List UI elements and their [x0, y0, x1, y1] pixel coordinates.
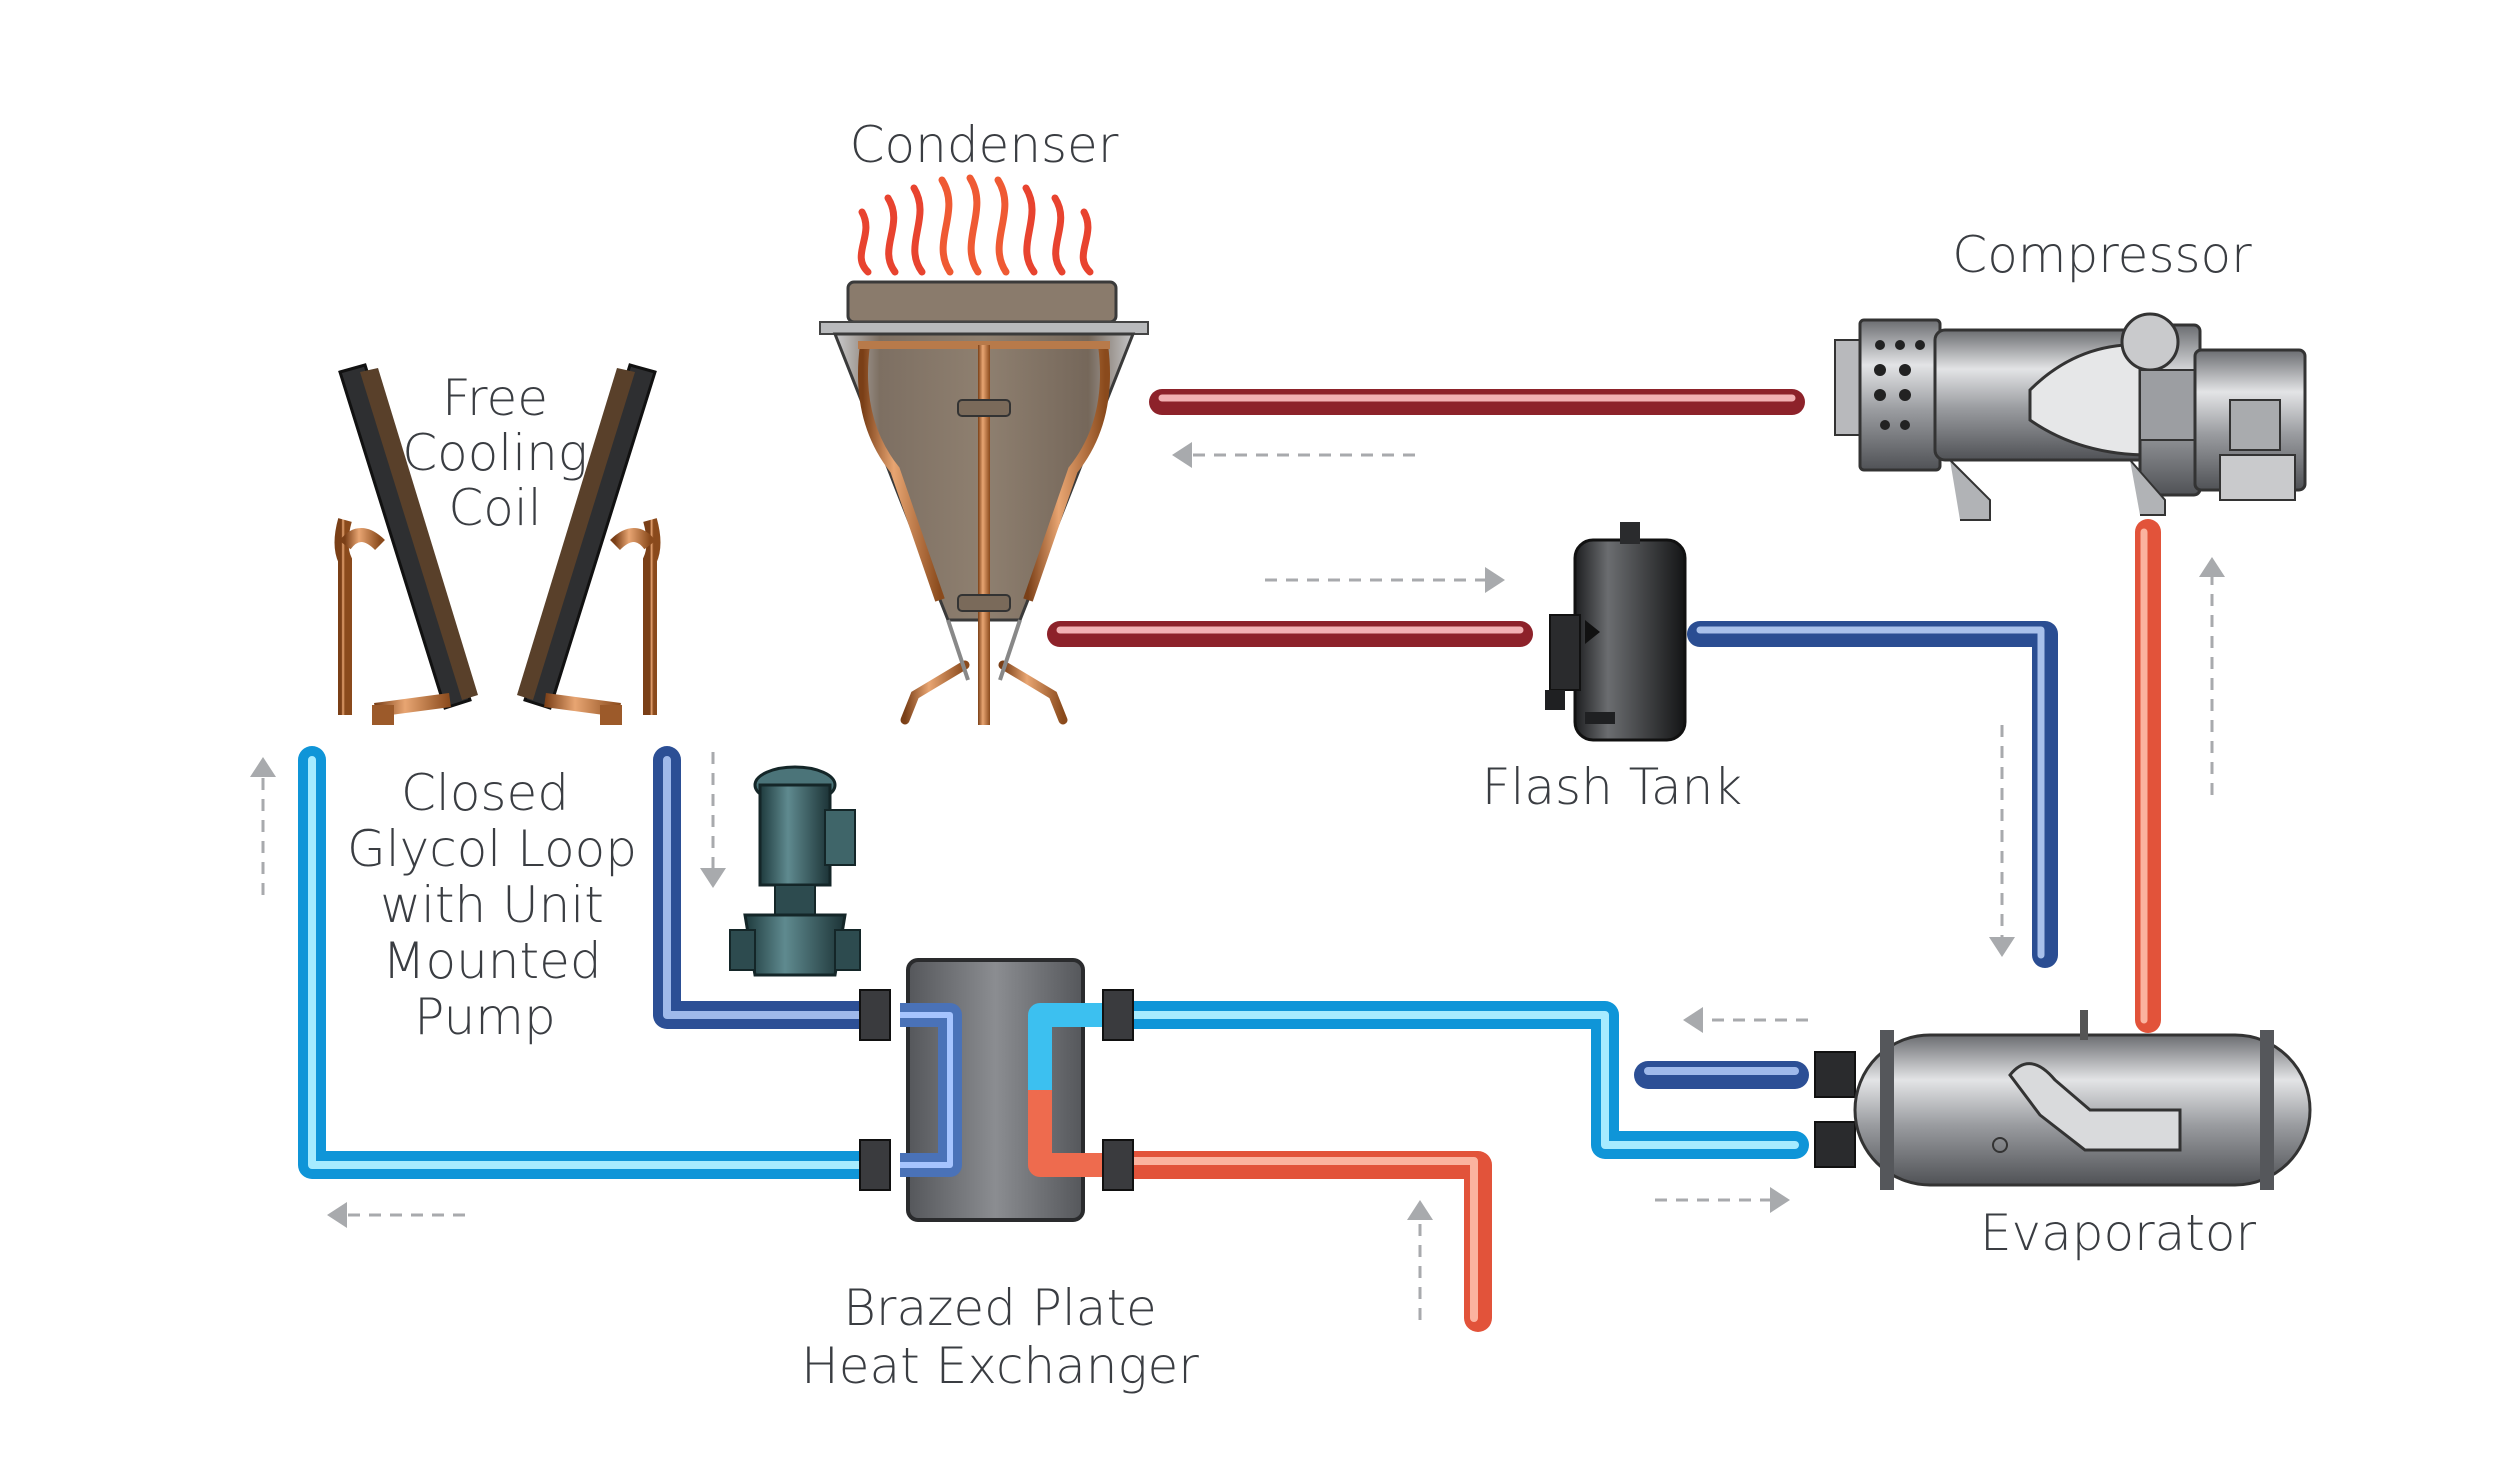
evaporator-label: Evaporator [1980, 1204, 2257, 1262]
chilled-water-pipe [1106, 1001, 1809, 1159]
flash-tank-label: Flash Tank [1482, 758, 1742, 816]
free-cooling-label-line1: Free [442, 369, 548, 427]
arrow-to-flash-tank [1265, 567, 1505, 593]
coil-icon [334, 363, 661, 725]
flow-arrows [250, 442, 2225, 1320]
free-cooling-label-line3: Coil [448, 479, 541, 537]
arrow-right-to-evaporator [1655, 1187, 1790, 1213]
hot-refrigerant-pipe-top [1149, 389, 1805, 415]
glycol-return-pipe [653, 746, 884, 1029]
glycol-supply-pipe [298, 746, 889, 1179]
glycol-loop-label-line5: Pump [414, 988, 555, 1046]
arrow-left-glycol [327, 1202, 465, 1228]
heat-exchanger-icon [859, 958, 1134, 1222]
cold-refrigerant-pipe [1687, 621, 2058, 968]
hot-refrigerant-pipe-lower [1047, 621, 1533, 647]
compressor-label: Compressor [1952, 226, 2252, 284]
arrow-up-glycol [250, 757, 276, 895]
glycol-loop-label-line4: Mounted [382, 932, 601, 990]
glycol-loop-label-line1: Closed [401, 764, 569, 822]
arrow-to-condenser [1172, 442, 1415, 468]
arrow-left-from-evaporator [1683, 1007, 1808, 1033]
pump-icon [729, 765, 861, 977]
arrow-down-to-evaporator [1989, 725, 2015, 957]
flash-tank-icon [1545, 522, 1687, 742]
glycol-loop-label-line2: Glycol Loop [347, 820, 637, 878]
heat-exchanger-label-line2: Heat Exchanger [801, 1337, 1199, 1395]
heat-exchanger-label-line1: Brazed Plate [843, 1279, 1157, 1337]
condenser-icon [819, 174, 1149, 725]
free-cooling-label-line2: Cooling [402, 424, 588, 482]
compressor-icon [1834, 312, 2307, 521]
glycol-loop-label-line3: with Unit [380, 876, 604, 934]
arrow-up-to-compressor [2199, 557, 2225, 795]
condenser-label: Condenser [850, 116, 1119, 174]
warm-water-pipe [1106, 1151, 1492, 1332]
arrow-up-warm-water [1407, 1200, 1433, 1320]
evaporator-return-pipe [1634, 1061, 1809, 1089]
suction-pipe [2135, 519, 2161, 1033]
arrow-down-glycol [700, 752, 726, 888]
heat-flame-icon [857, 174, 1094, 276]
evaporator-icon [1814, 1010, 2312, 1190]
